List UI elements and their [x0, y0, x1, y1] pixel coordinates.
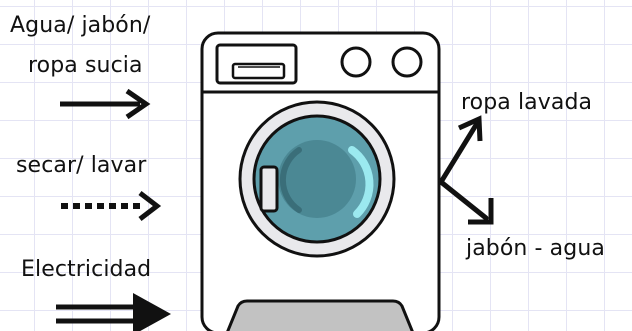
output-arrow-jabon-agua [441, 182, 491, 222]
drawer-handle [233, 64, 284, 78]
control-knob-right [393, 48, 421, 76]
input-arrow-agua [60, 91, 146, 117]
input-arrow-electricidad-double [56, 293, 171, 331]
output-arrow-ropa-lavada [441, 119, 480, 182]
input-arrow-secar-dotted [61, 193, 157, 219]
washing-machine-illustration [202, 33, 439, 331]
door-glass-inner [278, 140, 356, 218]
door-latch [261, 167, 277, 211]
washer-base-panel [227, 301, 413, 331]
control-knob-left [342, 48, 370, 76]
